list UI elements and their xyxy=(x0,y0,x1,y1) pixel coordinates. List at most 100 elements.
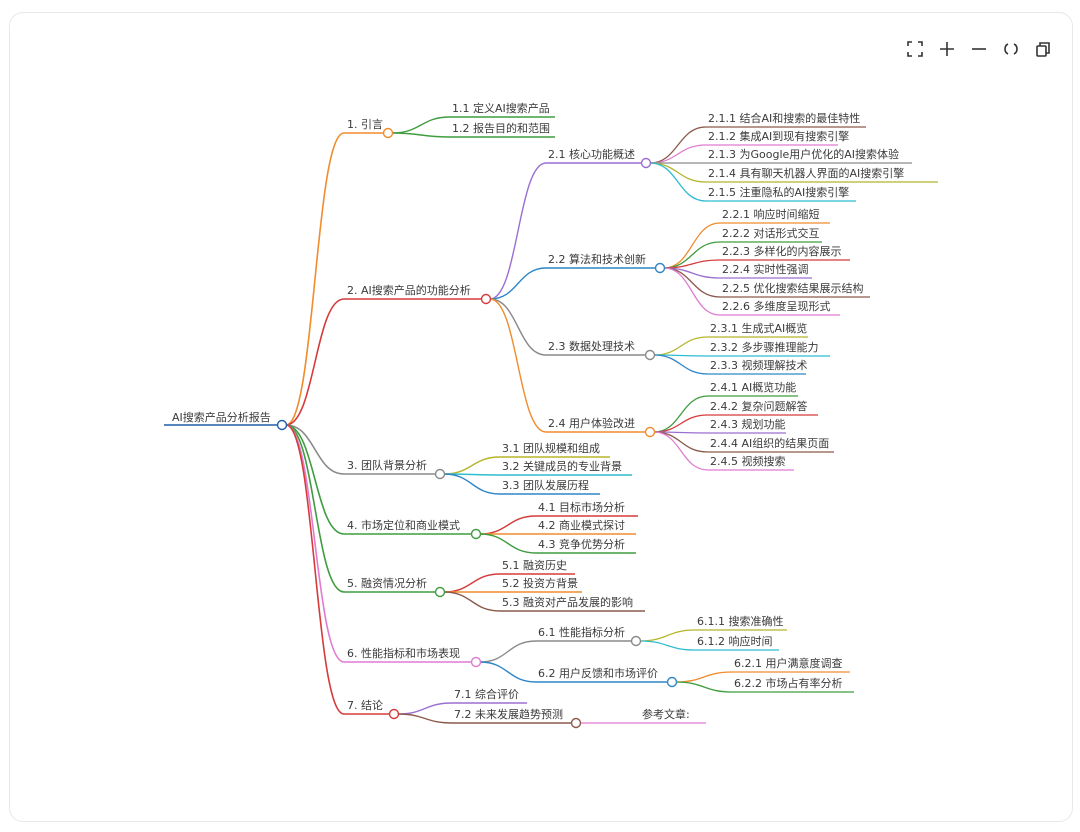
leaf-node[interactable]: 4.2 商业模式探讨 xyxy=(538,518,625,532)
leaf-node[interactable]: 2.1.5 注重隐私的AI搜索引擎 xyxy=(708,185,849,199)
leaf-line xyxy=(663,267,721,316)
sub-branch-line xyxy=(479,661,537,683)
branch-line-4 xyxy=(285,424,345,535)
leaf-node[interactable]: 2.1.4 具有聊天机器人界面的AI搜索引擎 xyxy=(708,166,904,180)
sub-node-toggle[interactable] xyxy=(654,262,666,274)
leaf-line xyxy=(675,681,733,693)
leaf-node[interactable]: 6.1.1 搜索准确性 xyxy=(697,614,784,628)
branch-node-1[interactable]: 1. 引言 xyxy=(347,117,383,131)
leaf-node[interactable]: 2.2.6 多维度呈现形式 xyxy=(722,299,831,313)
branch-node-4[interactable]: 4. 市场定位和商业模式 xyxy=(347,518,460,532)
leaf-node[interactable]: 7.2 未来发展趋势预测 xyxy=(454,707,563,721)
branch-toggle-1[interactable] xyxy=(382,127,394,139)
leaf-node[interactable]: 2.2.3 多样化的内容展示 xyxy=(722,244,842,258)
root-node[interactable]: AI搜索产品分析报告 xyxy=(172,410,271,424)
branch-toggle-4[interactable] xyxy=(470,528,482,540)
reset-view-icon[interactable] xyxy=(998,36,1024,62)
sub-node[interactable]: 6.1 性能指标分析 xyxy=(538,625,625,639)
leaf-line xyxy=(653,336,709,356)
leaf-node[interactable]: 6.2.1 用户满意度调查 xyxy=(734,656,843,670)
leaf-node[interactable]: 1.1 定义AI搜索产品 xyxy=(452,101,550,115)
sub-node[interactable]: 2.2 算法和技术创新 xyxy=(548,252,646,266)
leaf-line xyxy=(653,395,709,433)
leaf-line xyxy=(675,671,733,683)
leaf-node[interactable]: 2.4.3 规划功能 xyxy=(710,417,786,431)
branch-line-3 xyxy=(285,424,345,475)
branch-toggle-3[interactable] xyxy=(434,468,446,480)
leaf-node[interactable]: 6.2.2 市场占有率分析 xyxy=(734,676,843,690)
sub-node-toggle[interactable] xyxy=(630,635,642,647)
leaf-node[interactable]: 2.3.1 生成式AI概览 xyxy=(710,321,807,335)
leaf-line xyxy=(649,144,707,164)
leaf-line xyxy=(391,132,451,138)
sub-node[interactable]: 6.2 用户反馈和市场评价 xyxy=(538,666,658,680)
leaf-line xyxy=(479,533,537,554)
leaf-node[interactable]: 7.1 综合评价 xyxy=(454,687,519,701)
leaf-node[interactable]: 6.1.2 响应时间 xyxy=(697,634,773,648)
branch-node-2[interactable]: 2. AI搜索产品的功能分析 xyxy=(347,283,471,297)
leaf-node[interactable]: 5.3 融资对产品发展的影响 xyxy=(502,595,633,609)
leaf-node[interactable]: 5.1 融资历史 xyxy=(502,559,567,572)
branch-toggle-7[interactable] xyxy=(388,708,400,720)
sub-node-toggle[interactable] xyxy=(644,426,656,438)
leaf-node[interactable]: 2.1.3 为Google用户优化的AI搜索体验 xyxy=(708,147,899,161)
leaf-node[interactable]: 2.3.3 视频理解技术 xyxy=(710,358,808,372)
branch-node-5[interactable]: 5. 融资情况分析 xyxy=(347,576,427,590)
leaf-line xyxy=(397,713,453,724)
branch-line-2 xyxy=(285,298,345,426)
leaf-node[interactable]: 2.2.1 响应时间缩短 xyxy=(722,207,820,221)
leaf-node[interactable]: 1.2 报告目的和范围 xyxy=(452,121,550,135)
branch-toggle-6[interactable] xyxy=(470,656,482,668)
leaf-node[interactable]: 4.1 目标市场分析 xyxy=(538,500,625,514)
sub-branch-line xyxy=(489,162,547,300)
sub-node[interactable]: 2.3 数据处理技术 xyxy=(548,339,635,353)
leaf-line xyxy=(443,573,501,593)
leaf-line xyxy=(443,473,501,495)
sub-node-toggle[interactable] xyxy=(644,349,656,361)
leaf-node[interactable]: 5.2 投资方背景 xyxy=(502,576,578,590)
branch-node-3[interactable]: 3. 团队背景分析 xyxy=(347,458,427,472)
leaf-node[interactable]: 3.2 关键成员的专业背景 xyxy=(502,459,622,473)
reference-node[interactable]: 参考文章: xyxy=(642,707,690,721)
toolbar xyxy=(902,36,1056,64)
leaf-node[interactable]: 2.3.2 多步骤推理能力 xyxy=(710,340,819,354)
leaf-node[interactable]: 2.4.4 AI组织的结果页面 xyxy=(710,436,829,450)
sub-node[interactable]: 2.1 核心功能概述 xyxy=(548,147,635,161)
leaf-node[interactable]: 2.4.5 视频搜索 xyxy=(710,454,786,468)
sub-node-toggle[interactable] xyxy=(666,676,678,688)
leaf-node[interactable]: 2.2.5 优化搜索结果展示结构 xyxy=(722,281,864,295)
zoom-out-icon[interactable] xyxy=(966,36,992,62)
leaf-node[interactable]: 2.1.2 集成AI到现有搜索引擎 xyxy=(708,129,849,143)
sub-node-toggle[interactable] xyxy=(640,157,652,169)
leaf-toggle[interactable] xyxy=(570,717,582,729)
leaf-node[interactable]: 4.3 竞争优势分析 xyxy=(538,537,625,551)
leaf-node[interactable]: 2.2.2 对话形式交互 xyxy=(722,226,820,240)
leaf-node[interactable]: 3.3 团队发展历程 xyxy=(502,478,589,492)
sub-branch-line xyxy=(489,267,547,300)
leaf-line xyxy=(397,702,453,715)
branch-node-6[interactable]: 6. 性能指标和市场表现 xyxy=(347,646,460,660)
sub-branch-line xyxy=(479,640,537,663)
branch-line-6 xyxy=(285,424,345,663)
branch-line-1 xyxy=(285,132,345,426)
zoom-in-icon[interactable] xyxy=(934,36,960,62)
sub-branch-line xyxy=(489,298,547,433)
copy-icon[interactable] xyxy=(1030,36,1056,62)
root-toggle[interactable] xyxy=(276,419,288,431)
fullscreen-icon[interactable] xyxy=(902,36,928,62)
leaf-node[interactable]: 2.4.1 AI概览功能 xyxy=(710,380,796,394)
leaf-node[interactable]: 2.2.4 实时性强调 xyxy=(722,262,809,276)
leaf-node[interactable]: 3.1 团队规模和组成 xyxy=(502,441,600,455)
branch-node-7[interactable]: 7. 结论 xyxy=(347,698,383,712)
leaf-line xyxy=(653,431,709,471)
leaf-line xyxy=(443,591,501,612)
branch-toggle-5[interactable] xyxy=(434,586,446,598)
branch-toggle-2[interactable] xyxy=(480,293,492,305)
leaf-line xyxy=(639,629,696,642)
leaf-node[interactable]: 2.4.2 复杂问题解答 xyxy=(710,399,808,413)
leaf-line xyxy=(653,431,709,453)
leaf-line xyxy=(653,414,709,433)
sub-node[interactable]: 2.4 用户体验改进 xyxy=(548,416,635,430)
leaf-node[interactable]: 2.1.1 结合AI和搜索的最佳特性 xyxy=(708,111,860,125)
